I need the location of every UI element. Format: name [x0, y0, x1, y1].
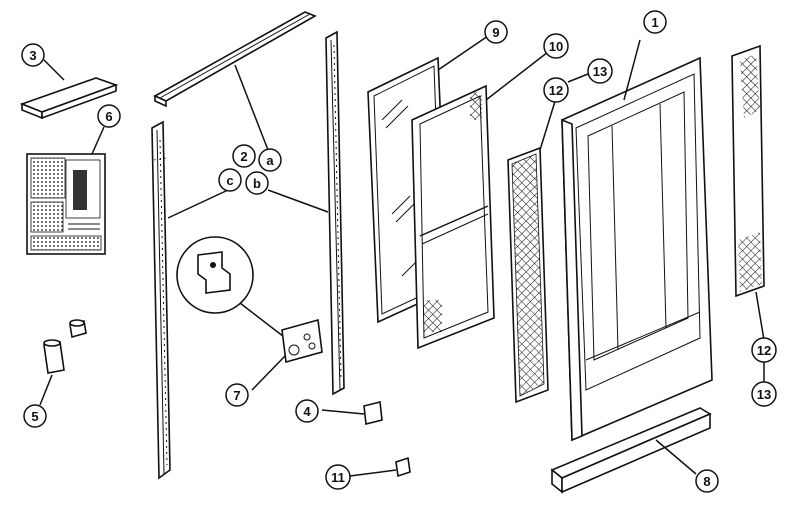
part-3-board	[19, 77, 119, 120]
part-5-caps	[39, 319, 87, 406]
svg-text:1: 1	[651, 15, 658, 30]
right-jamb	[325, 30, 345, 396]
callout-9: 9	[484, 20, 508, 44]
svg-text:7: 7	[233, 388, 240, 403]
callout-2b: b	[245, 171, 269, 195]
part-10-screen-insert	[411, 51, 549, 350]
top-header-rail	[153, 11, 317, 108]
svg-text:5: 5	[31, 409, 38, 424]
part-12-right-strip	[731, 44, 765, 382]
part-6-instruction-sheet	[26, 153, 106, 255]
callout-7: 7	[225, 383, 249, 407]
callout-2: 2	[232, 144, 256, 168]
callout-5: 5	[23, 404, 47, 428]
svg-text:12: 12	[757, 343, 771, 358]
callout-6: 6	[91, 104, 121, 155]
svg-text:6: 6	[105, 109, 112, 124]
callout-10: 10	[543, 33, 569, 59]
callout-13-left: 13	[567, 58, 613, 84]
callout-11: 11	[325, 464, 351, 490]
svg-text:10: 10	[549, 39, 563, 54]
part-1-door-frame	[561, 39, 713, 442]
svg-text:9: 9	[492, 25, 499, 40]
callout-12-left: 12	[543, 77, 569, 103]
left-jamb	[151, 120, 171, 480]
part-8-sill	[550, 407, 712, 494]
part-12-left-strip	[507, 97, 557, 404]
part-4-bracket	[321, 401, 383, 425]
callout-4: 4	[295, 399, 319, 423]
part-11-clip	[349, 456, 411, 478]
svg-text:13: 13	[757, 387, 771, 402]
svg-text:11: 11	[331, 470, 345, 485]
svg-text:8: 8	[703, 474, 710, 489]
callout-3: 3	[21, 43, 65, 81]
callout-2a: a	[258, 148, 282, 172]
callout-8: 8	[695, 469, 719, 493]
svg-text:12: 12	[549, 83, 563, 98]
svg-text:2: 2	[240, 149, 247, 164]
callout-13-right: 13	[751, 381, 777, 407]
part-7-latch	[176, 236, 323, 391]
svg-text:a: a	[266, 153, 274, 168]
svg-text:b: b	[253, 176, 261, 191]
svg-text:c: c	[226, 173, 233, 188]
svg-text:3: 3	[29, 48, 36, 63]
svg-text:13: 13	[593, 64, 607, 79]
svg-text:4: 4	[303, 404, 311, 419]
callout-12-right: 12	[751, 337, 777, 363]
callout-2c: c	[218, 168, 242, 192]
callout-1: 1	[643, 10, 667, 34]
